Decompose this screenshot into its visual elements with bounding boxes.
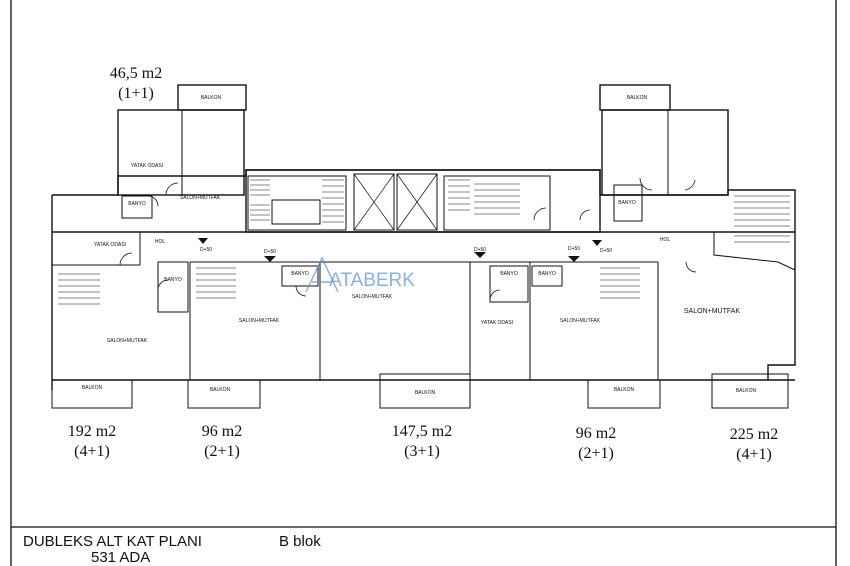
doors [119, 177, 697, 301]
stair-unit-5 [600, 267, 640, 299]
stair-unit-3 [196, 267, 236, 299]
drawing-frame [10, 0, 837, 566]
stair-left-core [250, 179, 344, 223]
room-label-hol: HOL [660, 237, 671, 243]
unit-type: (3+1) [404, 443, 440, 460]
room-label-banyo: BANYO [538, 271, 556, 277]
unit-area: 96 m2 [575, 425, 617, 442]
unit-area-label: 46,5 m2 (1+1) [100, 64, 172, 104]
door-label-d50: D+50 [264, 249, 276, 255]
door-label-d50: D+50 [568, 246, 580, 252]
door-label-d50: D+50 [600, 248, 612, 254]
unit-area-label: 96 m2 (2+1) [186, 422, 258, 462]
room-label-salon-mutfak: SALON+MUTFAK [560, 318, 601, 324]
outer-walls [51, 84, 796, 390]
room-label-yatak-odasi: YATAK ODASI [94, 242, 126, 248]
unit-type: (4+1) [736, 446, 772, 463]
title-block: DUBLEKS ALT KAT PLANI B blok 531 ADA [0, 527, 850, 566]
stairs [58, 179, 790, 305]
entrance-markers [198, 238, 602, 262]
room-label-salon-mutfak: SALON+MUTFAK [180, 195, 221, 201]
stair-left-unit [58, 273, 100, 305]
plan-title: DUBLEKS ALT KAT PLANI [23, 533, 202, 550]
balconies [51, 373, 789, 409]
room-label-salon-mutfak: SALON+MUTFAK [239, 318, 280, 324]
room-label-yatak-odasi: YATAK ODASI [481, 320, 513, 326]
unit-area-label: 225 m2 (4+1) [718, 425, 790, 465]
unit-area: 225 m2 [729, 426, 779, 443]
room-label-balkon: BALKON [627, 95, 648, 101]
stair-right-core [448, 179, 520, 215]
unit-area: 46,5 m2 [109, 65, 163, 82]
parcel-number: 531 ADA [91, 549, 151, 566]
room-label-salon-mutfak-large: SALON+MUTFAK [684, 308, 741, 315]
shafts [353, 173, 438, 231]
unit-area: 96 m2 [201, 423, 243, 440]
room-label-banyo: BANYO [500, 271, 518, 277]
unit-area: 192 m2 [67, 423, 117, 440]
room-label-balkon: BALKON [614, 387, 635, 393]
room-label-balkon: BALKON [82, 385, 103, 391]
room-label-salon-mutfak: SALON+MUTFAK [107, 338, 148, 344]
unit-type: (2+1) [204, 443, 240, 460]
room-label-banyo: BANYO [164, 277, 182, 283]
room-labels: BALKON BALKON YATAK ODASI BANYO SALON+MU… [82, 95, 757, 396]
unit-area-label: 192 m2 (4+1) [56, 422, 128, 462]
unit-area-label: 96 m2 (2+1) [560, 424, 632, 464]
room-label-balkon: BALKON [210, 387, 231, 393]
room-label-banyo: BANYO [291, 271, 309, 277]
door-label-d50: D+50 [474, 247, 486, 253]
watermark-text: ATABERK [329, 270, 415, 291]
unit-type: (2+1) [578, 445, 614, 462]
door-label-d50: D+50 [200, 247, 212, 253]
watermark-logo [305, 256, 339, 293]
room-label-salon-mutfak: SALON+MUTFAK [352, 294, 393, 300]
stair-right-unit [734, 195, 790, 243]
room-label-balkon: BALKON [415, 390, 436, 396]
unit-area-label: 147,5 m2 (3+1) [380, 422, 464, 462]
block-name: B blok [279, 533, 321, 550]
room-label-balkon: BALKON [201, 95, 222, 101]
interior-walls [52, 110, 796, 380]
room-label-yatak-odasi: YATAK ODASI [131, 163, 163, 169]
room-label-balkon: BALKON [736, 388, 757, 394]
room-label-banyo: BANYO [618, 200, 636, 206]
unit-area: 147,5 m2 [391, 423, 453, 440]
unit-type: (1+1) [118, 85, 154, 102]
room-label-hol: HOL [155, 239, 166, 245]
room-label-banyo: BANYO [128, 201, 146, 207]
unit-type: (4+1) [74, 443, 110, 460]
